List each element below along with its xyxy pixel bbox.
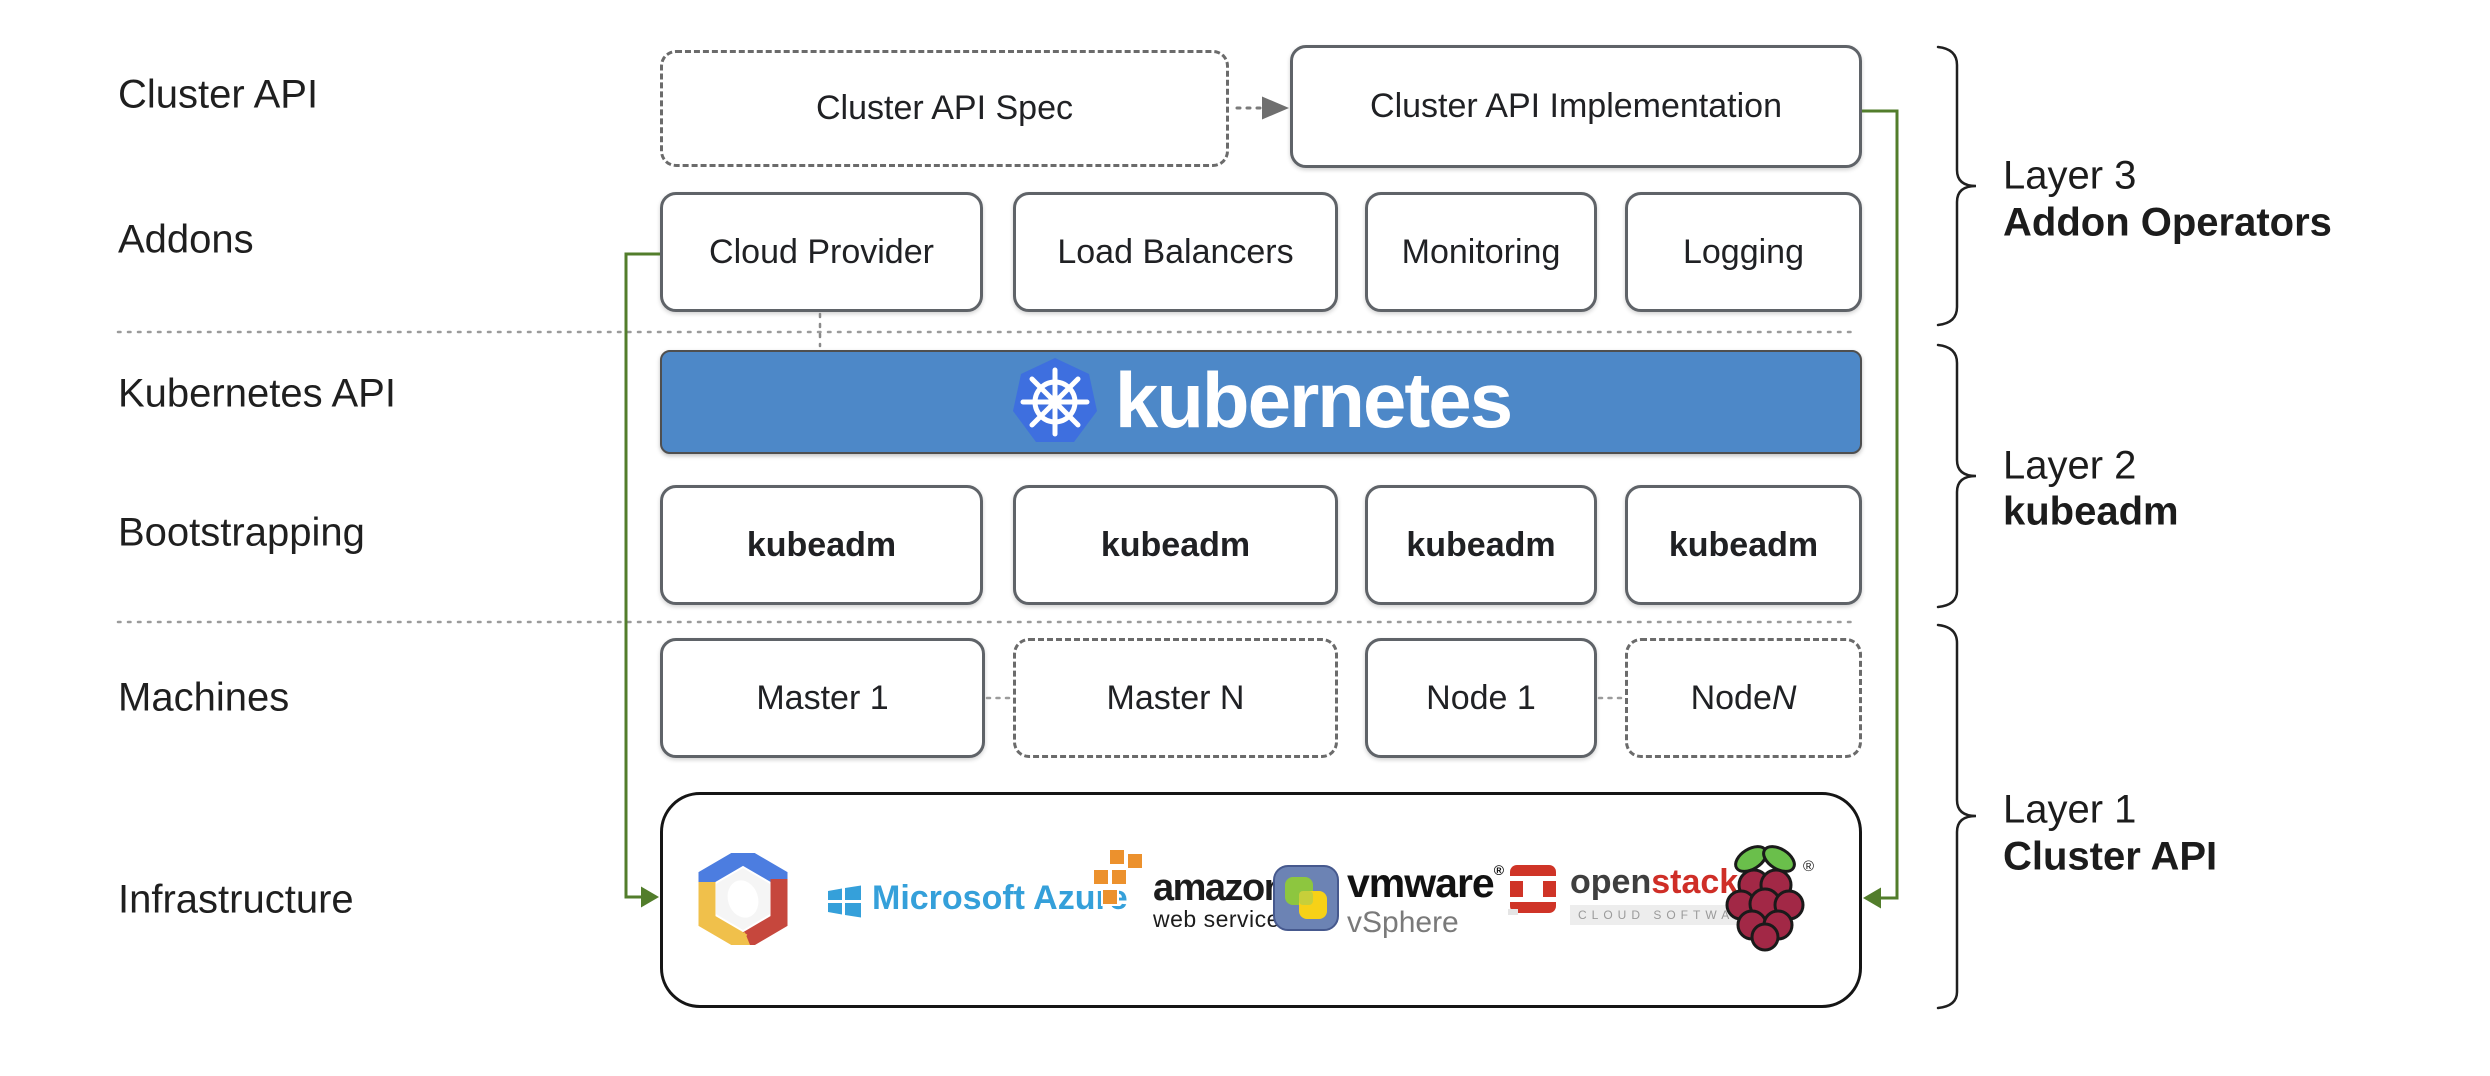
infrastructure-box: Microsoft Azure amazon web services vmwa… [660,792,1862,1008]
gcp-logo [696,853,790,945]
aws-logo-text: amazon [1153,867,1287,909]
openstack-logo-subtext: CLOUD SOFTWARE [1570,905,1769,925]
layer-2-brace [1936,343,1977,609]
machine-box-master-1: Master 1 [660,638,985,758]
raspberry-pi-logo: ® [1721,841,1817,953]
azure-logo-icon [828,885,861,918]
kubernetes-wordmark: kubernetes [1114,355,1513,444]
node-n-italic: N [1771,678,1797,717]
layer-3-title: Layer 3 [2003,153,2137,198]
green-arrow-right-head-icon [1863,887,1881,909]
layer-1-subtitle: Cluster API [2003,834,2218,879]
raspberry-reg-mark: ® [1803,858,1814,875]
machine-box-master-n: Master N [1013,638,1338,758]
node-n-prefix: Node [1690,678,1772,717]
row-label-infrastructure: Infrastructure [118,877,354,922]
cluster-api-implementation-box: Cluster API Implementation [1290,45,1862,168]
green-arrow-left-head-icon [641,886,659,908]
aws-logo: amazon web services [1091,847,1292,932]
layer-2-title: Layer 2 [2003,443,2137,488]
vmware-logo-text: vmware [1347,860,1495,906]
vmware-logo-subtext: vSphere [1347,906,1459,939]
kubeadm-box-2: kubeadm [1013,485,1338,605]
azure-logo: Microsoft Azure [826,879,1128,919]
aws-logo-subtext: web services [1153,906,1292,932]
layer-1-title: Layer 1 [2003,787,2137,832]
aws-logo-icon [1092,848,1144,906]
layer-3-brace [1936,45,1977,327]
row-label-machines: Machines [118,675,290,720]
gcp-logo-icon [698,853,788,945]
openstack-logo-text-stack: stack [1651,863,1739,901]
vmware-logo: vmware® vSphere [1273,862,1504,939]
azure-logo-text: Microsoft Azure [872,879,1128,917]
layer-1-brace [1936,623,1977,1010]
raspberry-pi-logo-icon: ® [1725,845,1814,952]
machine-box-node-1: Node 1 [1365,638,1597,758]
kubeadm-box-1: kubeadm [660,485,983,605]
row-label-bootstrapping: Bootstrapping [118,510,365,555]
kubeadm-box-3: kubeadm [1365,485,1597,605]
addon-box-logging: Logging [1625,192,1862,312]
row-label-kubernetes-api: Kubernetes API [118,371,396,416]
vmware-reg-mark: ® [1493,862,1504,878]
openstack-logo-text-open: open [1570,863,1652,901]
layer-3-subtitle: Addon Operators [2003,200,2332,245]
row-label-cluster-api: Cluster API [118,72,319,117]
kubernetes-logo-icon [1012,358,1097,442]
addon-box-load-balancers: Load Balancers [1013,192,1338,312]
cluster-api-spec-box: Cluster API Spec [660,50,1229,167]
layer-2-subtitle: kubeadm [2003,489,2179,534]
arrow-right-icon [1262,96,1289,120]
addon-box-cloud-provider: Cloud Provider [660,192,983,312]
kubeadm-box-4: kubeadm [1625,485,1862,605]
machine-box-node-n: Node N [1625,638,1862,758]
kubernetes-banner: kubernetes [660,350,1862,454]
openstack-logo-icon [1506,865,1560,915]
cloud-provider-to-infrastructure-arrow [624,252,660,899]
row-label-addons: Addons [118,217,254,262]
implementation-to-infrastructure-arrow [1862,109,1899,900]
vmware-logo-icon [1273,865,1339,931]
addon-box-monitoring: Monitoring [1365,192,1597,312]
openstack-logo: openstack™ CLOUD SOFTWARE [1506,861,1769,925]
